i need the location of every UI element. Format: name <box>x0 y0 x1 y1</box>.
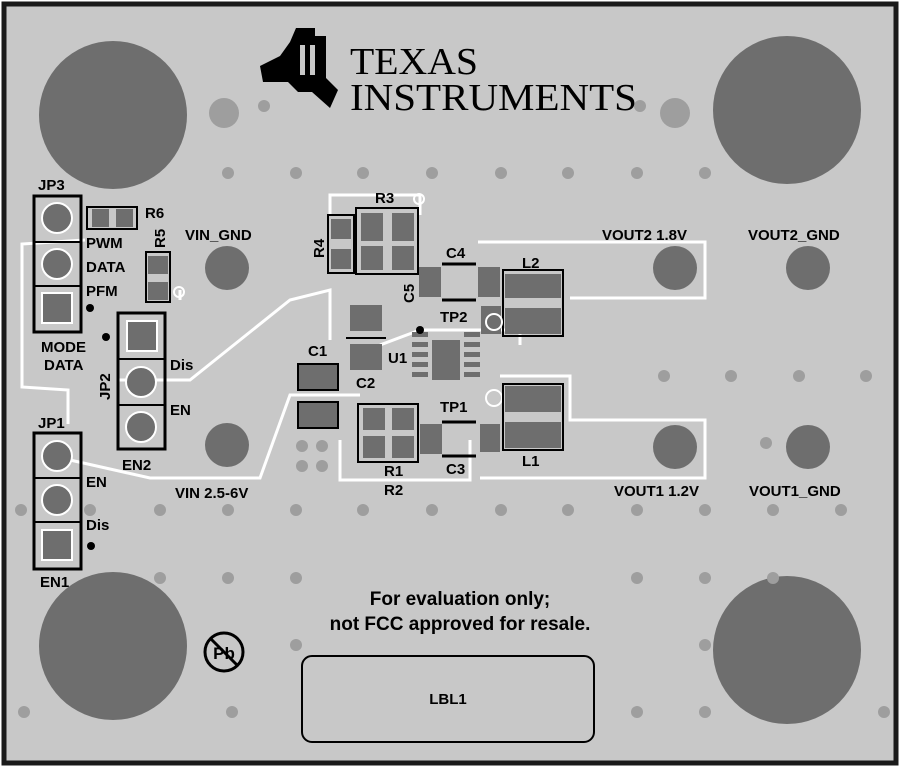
jp2-en-label: EN <box>170 402 191 419</box>
u1-chip <box>412 326 480 380</box>
mounting-hole-bottom-right <box>713 576 861 724</box>
jp3-label: JP3 <box>38 177 65 194</box>
brand-line2: INSTRUMENTS <box>350 77 637 119</box>
c1-label: C1 <box>308 343 327 360</box>
notice-line2: not FCC approved for resale. <box>330 614 591 635</box>
mounting-hole-top-right <box>713 36 861 184</box>
vout2-label: VOUT2 1.8V <box>602 227 687 244</box>
r3-label: R3 <box>375 190 394 207</box>
l1-label: L1 <box>522 453 540 470</box>
r3-footprint <box>355 193 425 275</box>
brand-line1: TEXAS <box>350 41 478 83</box>
jp1-dis-label: Dis <box>86 517 109 534</box>
tp2-pad <box>481 306 503 334</box>
vout1-gnd-pad <box>786 425 830 469</box>
notice-line1: For evaluation only; <box>370 589 551 610</box>
label-area-text: LBL1 <box>429 691 467 708</box>
r5-footprint <box>145 251 185 303</box>
mode-data-label: DATA <box>44 357 84 374</box>
c1-footprint <box>297 363 339 429</box>
r2-label: R2 <box>384 482 403 499</box>
tp1-label: TP1 <box>440 399 468 416</box>
pwm-label: PWM <box>86 235 123 252</box>
c2-label: C2 <box>356 375 375 392</box>
vout1-label: VOUT1 1.2V <box>614 483 699 500</box>
r4-label: R4 <box>311 238 328 258</box>
jp3-header <box>32 194 94 334</box>
vout2-gnd-pad <box>786 246 830 290</box>
vout2-gnd-label: VOUT2_GND <box>748 227 840 244</box>
r4-footprint <box>327 214 355 274</box>
c3-footprint <box>442 420 476 458</box>
data-label: DATA <box>86 259 126 276</box>
r6-footprint <box>86 206 138 230</box>
lead-free-icon <box>203 631 245 673</box>
pfm-label: PFM <box>86 283 118 300</box>
label-area <box>301 655 595 743</box>
vout2-pad <box>653 246 697 290</box>
vin-label: VIN 2.5-6V <box>175 485 248 502</box>
jp1-en-label: EN <box>86 474 107 491</box>
en1-label: EN1 <box>40 574 69 591</box>
c3-label: C3 <box>446 461 465 478</box>
vout1-gnd-label: VOUT1_GND <box>749 483 841 500</box>
c5-label: C5 <box>401 284 418 303</box>
mounting-hole-top-left <box>39 41 187 189</box>
vias <box>15 98 890 718</box>
jp2-label: JP2 <box>97 373 114 400</box>
vout1-pad <box>653 425 697 469</box>
l2-label: L2 <box>522 255 540 272</box>
r6-label: R6 <box>145 205 164 222</box>
tp2-label: TP2 <box>440 309 468 326</box>
u1-label: U1 <box>388 350 407 367</box>
vin-gnd-pad <box>205 246 249 290</box>
pb-label: Pb <box>213 644 235 663</box>
l2-footprint <box>502 269 564 337</box>
c5-footprint <box>419 267 500 297</box>
jp1-header <box>32 431 95 571</box>
r1-r2-footprint <box>357 403 442 463</box>
en2-label: EN2 <box>122 457 151 474</box>
vin-gnd-label: VIN_GND <box>185 227 252 244</box>
r1-label: R1 <box>384 463 403 480</box>
mounting-hole-bottom-left <box>39 572 187 720</box>
jp2-header <box>102 311 167 451</box>
c4-footprint <box>442 262 476 302</box>
vin-pad <box>205 423 249 467</box>
c2-footprint <box>346 305 386 370</box>
jp2-dis-label: Dis <box>170 357 193 374</box>
mode-label: MODE <box>41 339 86 356</box>
ti-logo-icon <box>260 28 338 108</box>
jp1-label: JP1 <box>38 415 65 432</box>
r5-label: R5 <box>152 229 169 248</box>
c4-label: C4 <box>446 245 466 262</box>
mounting-holes <box>39 36 861 724</box>
l1-footprint <box>502 383 564 451</box>
